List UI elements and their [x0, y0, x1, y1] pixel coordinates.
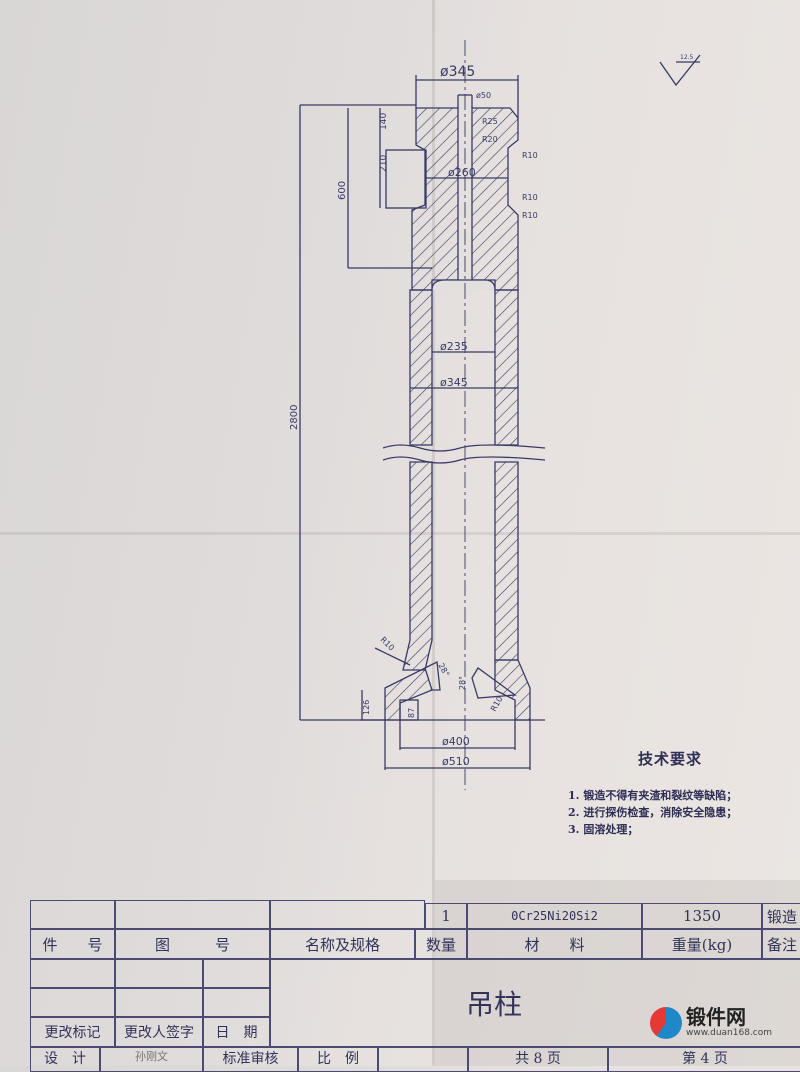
dim-r-mid2: R10 [522, 211, 538, 220]
scale-label: 比 例 [298, 1047, 378, 1072]
dim-bore: ø50 [476, 91, 491, 100]
revision-signer-label: 更改人签字 [115, 1017, 203, 1047]
head-section-left [411, 107, 459, 291]
page-number: 第 4 页 [608, 1047, 800, 1072]
dim-inner-diameter: ø235 [440, 340, 468, 353]
dim-600: 600 [337, 181, 348, 200]
dim-126: 126 [362, 700, 371, 715]
dim-base-inner: ø400 [442, 735, 470, 748]
cell-empty [115, 900, 270, 929]
part-name: 吊柱 [270, 959, 800, 1047]
total-pages: 共 8 页 [468, 1047, 608, 1072]
paper-fold-horizontal [0, 532, 800, 535]
revision-mark-label: 更改标记 [30, 1017, 115, 1047]
cell-empty [203, 959, 270, 988]
cell-empty [203, 988, 270, 1017]
date-label: 日 期 [203, 1017, 270, 1047]
dim-140: 140 [379, 113, 389, 130]
cell-empty [30, 900, 115, 929]
paper-fold-vertical [432, 0, 435, 1066]
tech-title: 技术要求 [638, 750, 703, 768]
watermark-name: 锻件网 [686, 1005, 746, 1029]
design-label: 设 计 [30, 1047, 100, 1072]
logo-icon [650, 1006, 682, 1039]
dim-outer-diameter: ø345 [440, 376, 468, 389]
header-material: 材 料 [467, 929, 642, 959]
tech-item: 2. 进行探伤检查，消除安全隐患； [568, 806, 738, 819]
paper-shadow [435, 880, 800, 1066]
designer-signature: 孙刚文 [100, 1047, 203, 1072]
dim-base-outer: ø510 [442, 755, 470, 768]
notch-outline [385, 149, 427, 209]
remark-value: 锻造 [762, 903, 800, 929]
dim-210: 210 [379, 155, 389, 172]
watermark-url: www.duan168.com [686, 1028, 773, 1038]
cell-empty [30, 959, 115, 988]
tube-wall-left-lower [402, 461, 433, 671]
head-section-right [471, 107, 519, 291]
dim-r-top1: R25 [482, 117, 498, 126]
dim-top-diameter: ø345 [440, 64, 475, 80]
header-weight: 重量(kg) [642, 929, 762, 959]
dim-r-top2: R20 [482, 135, 498, 144]
tube-wall-left-upper [409, 289, 433, 446]
dim-87: 87 [407, 708, 416, 718]
dim-r-top3: R10 [522, 151, 538, 160]
base-section-right [494, 659, 531, 721]
dim-r-mid1: R10 [522, 193, 538, 202]
dim-neck-diameter: ø260 [448, 166, 476, 179]
tech-item: 3. 固溶处理； [568, 823, 639, 836]
dim-r-bottom-left: R10 [379, 635, 397, 653]
cell-empty [30, 988, 115, 1017]
cell-empty [115, 988, 203, 1017]
header-remark: 备注 [762, 929, 800, 959]
weight-value: 1350 [642, 903, 762, 929]
header-drawing-no: 图 号 [115, 929, 270, 959]
cell-empty [378, 1047, 468, 1072]
material-value: 0Cr25Ni20Si2 [467, 903, 642, 929]
header-name-spec: 名称及规格 [270, 929, 415, 959]
watermark-logo: 锻件网 www.duan168.com [650, 1006, 772, 1039]
standard-review-label: 标准审核 [203, 1047, 298, 1072]
roughness-value: 12.5 [680, 54, 694, 61]
tube-wall-right-lower [494, 461, 519, 661]
dim-2800: 2800 [289, 405, 300, 430]
quantity-value: 1 [425, 903, 467, 929]
cell-empty [115, 959, 203, 988]
technical-requirements: 技术要求 1. 锻造不得有夹渣和裂纹等缺陷； 2. 进行探伤检查，消除安全隐患；… [568, 748, 737, 838]
tube-wall-right-upper [494, 289, 519, 446]
header-part-no: 件 号 [30, 929, 115, 959]
dim-r-bottom-right: R10 [489, 695, 505, 713]
tech-item: 1. 锻造不得有夹渣和裂纹等缺陷； [568, 789, 738, 802]
header-quantity: 数量 [415, 929, 467, 959]
dim-angle-right: 28° [458, 676, 467, 690]
cell-empty [270, 900, 425, 929]
